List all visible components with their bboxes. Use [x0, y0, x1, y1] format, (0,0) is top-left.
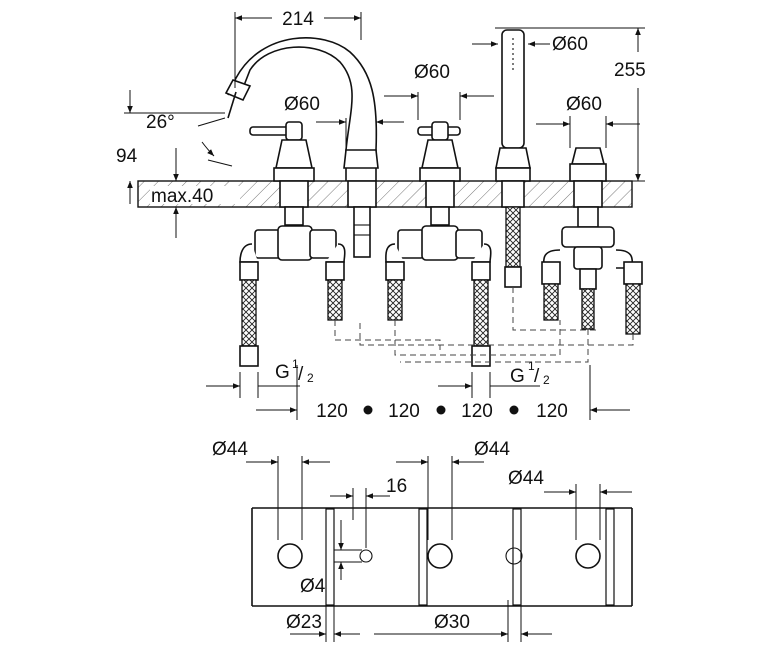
- handshower: [495, 29, 600, 331]
- slot-dia-2-label: Ø30: [434, 612, 470, 633]
- offset-16-label: 16: [386, 476, 407, 497]
- center-valve: [385, 121, 492, 367]
- deck-plan: [251, 507, 633, 607]
- small-dia-label: Ø4: [300, 576, 326, 597]
- hole-dia-2-label: Ø44: [474, 439, 510, 460]
- dim-dia-center-label: Ø60: [414, 62, 450, 83]
- dimension-dia-spout: Ø60: [284, 94, 404, 150]
- slot-dia-1-label: Ø23: [286, 612, 322, 633]
- spacing-3-label: 120: [461, 401, 493, 422]
- dim-max40-label: max.40: [151, 186, 213, 207]
- dimension-max40: max.40: [150, 148, 240, 238]
- thread-right-sup: 1: [528, 359, 535, 373]
- spacing-dimensions: 120 120 120 120: [256, 365, 630, 422]
- dimension-255: 255: [495, 27, 646, 182]
- dim-angle-label: 26°: [146, 112, 175, 133]
- thread-right-sub: 2: [543, 373, 550, 387]
- dimension-angle: 26°: [146, 112, 233, 167]
- spacing-4-label: 120: [536, 401, 568, 422]
- dim-dia-spout-label: Ø60: [284, 94, 320, 115]
- spout: [224, 37, 379, 258]
- dimension-dia-handshower: Ø60: [472, 34, 588, 55]
- thread-left-sub: 2: [307, 371, 314, 385]
- dim-214-label: 214: [282, 9, 314, 30]
- dimension-dia-center: Ø60: [384, 62, 494, 120]
- diverter: [541, 147, 643, 335]
- hole-dia-1-label: Ø44: [212, 439, 248, 460]
- thread-right-g: G: [510, 366, 525, 387]
- dimension-94: 94: [116, 90, 225, 204]
- dim-255-label: 255: [614, 60, 646, 81]
- dimension-dia-diverter: Ø60: [536, 94, 640, 148]
- thread-left-sup: 1: [292, 357, 299, 371]
- dimension-214: 214: [234, 9, 362, 88]
- dim-dia-handshower-label: Ø60: [552, 34, 588, 55]
- thread-left-g: G: [275, 362, 290, 383]
- spacing-2-label: 120: [388, 401, 420, 422]
- spacing-1-label: 120: [316, 401, 348, 422]
- plan-dimensions: Ø44 Ø44 Ø44 16 Ø4 Ø23 Ø30: [212, 439, 632, 642]
- dim-94-label: 94: [116, 146, 138, 167]
- thread-left-slash: /: [298, 364, 304, 385]
- hole-dia-3-label: Ø44: [508, 468, 544, 489]
- thread-labels: G 1 / 2 G 1 / 2: [206, 357, 550, 398]
- left-valve: [239, 121, 346, 367]
- thread-right-slash: /: [534, 366, 540, 387]
- hose-connections: [334, 320, 634, 363]
- dim-dia-diverter-label: Ø60: [566, 94, 602, 115]
